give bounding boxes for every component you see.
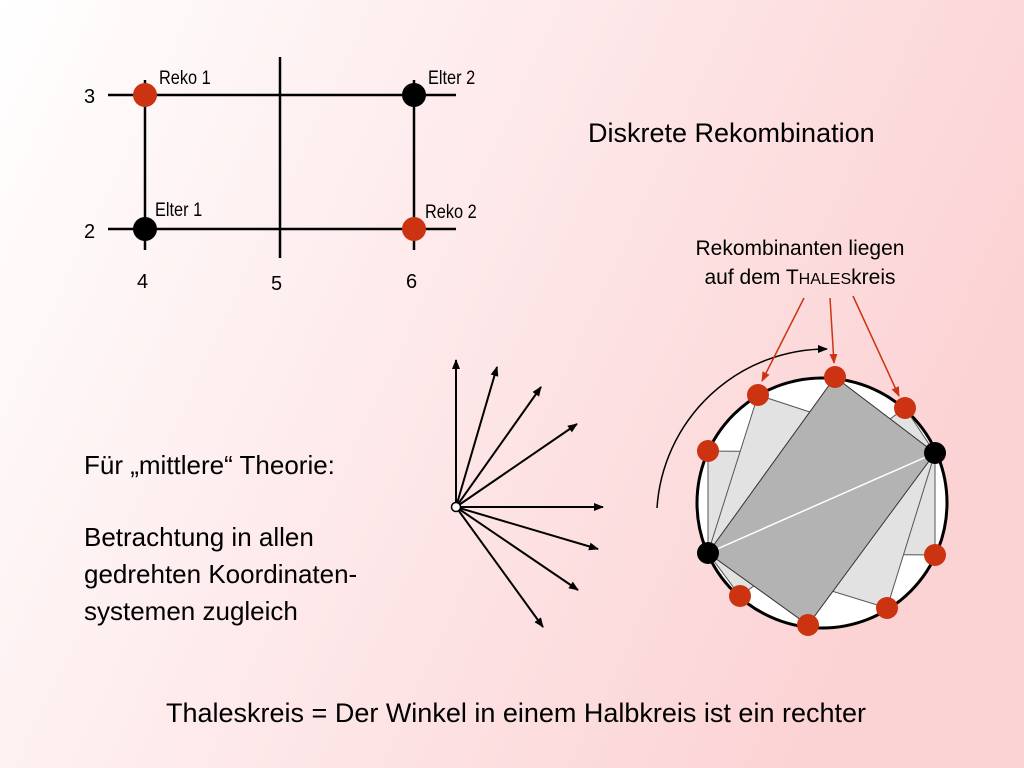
theory-body-line: systemen zugleich bbox=[84, 596, 298, 626]
fan-vector bbox=[455, 506, 544, 628]
parent-point bbox=[697, 542, 719, 564]
fan-origin bbox=[450, 501, 462, 513]
tick-label-4: 4 bbox=[137, 271, 148, 293]
thales-annotation: Rekombinanten liegen auf dem THALESkreis bbox=[662, 234, 938, 294]
theory-body-line: gedrehten Koordinaten- bbox=[84, 559, 358, 589]
thales-diagram bbox=[656, 295, 949, 636]
theory-body-line: Betrachtung in allen bbox=[84, 522, 314, 552]
annotation-line-1: Rekombinanten liegen bbox=[695, 237, 905, 260]
reko2-label: Reko 2 bbox=[425, 201, 477, 222]
fan-vector bbox=[455, 386, 542, 508]
reko1-label: Reko 1 bbox=[159, 67, 211, 88]
fan-vector bbox=[455, 506, 599, 551]
tick-label-3: 3 bbox=[84, 86, 95, 108]
rotation-arrow bbox=[656, 344, 828, 509]
fan-vector bbox=[455, 423, 578, 508]
annotation-line-2: auf dem THALESkreis bbox=[704, 266, 896, 289]
reko1-point bbox=[133, 83, 157, 107]
recombinant-point bbox=[747, 384, 769, 406]
grid-points bbox=[133, 83, 426, 241]
tick-label-2: 2 bbox=[84, 221, 95, 243]
theory-heading: Für „mittlere“ Theorie: bbox=[84, 450, 335, 480]
recombinant-point bbox=[797, 614, 819, 636]
elter1-label: Elter 1 bbox=[155, 199, 202, 220]
recombinant-point bbox=[729, 585, 751, 607]
recombinant-point bbox=[824, 366, 846, 388]
elter2-label: Elter 2 bbox=[428, 67, 475, 88]
recombinant-point bbox=[894, 397, 916, 419]
recombinant-point bbox=[876, 597, 898, 619]
rotated-axes-fan bbox=[450, 359, 604, 628]
elter2-point bbox=[402, 83, 426, 107]
tick-label-6: 6 bbox=[406, 271, 417, 293]
recombinant-point bbox=[697, 440, 719, 462]
fan-vector bbox=[455, 366, 499, 508]
elter1-point bbox=[133, 217, 157, 241]
parent-point bbox=[924, 442, 946, 464]
fan-vector bbox=[455, 506, 579, 591]
title: Diskrete Rekombination bbox=[588, 118, 875, 148]
reko2-point bbox=[402, 217, 426, 241]
diameter bbox=[707, 452, 936, 554]
thales-definition: Thaleskreis = Der Winkel in einem Halbkr… bbox=[166, 698, 866, 728]
tick-label-5: 5 bbox=[271, 273, 282, 295]
theory-body: Betrachtung in allen gedrehten Koordinat… bbox=[84, 519, 357, 630]
recombination-grid bbox=[108, 57, 456, 258]
recombinant-point bbox=[924, 544, 946, 566]
annotation-arrows bbox=[761, 295, 900, 397]
